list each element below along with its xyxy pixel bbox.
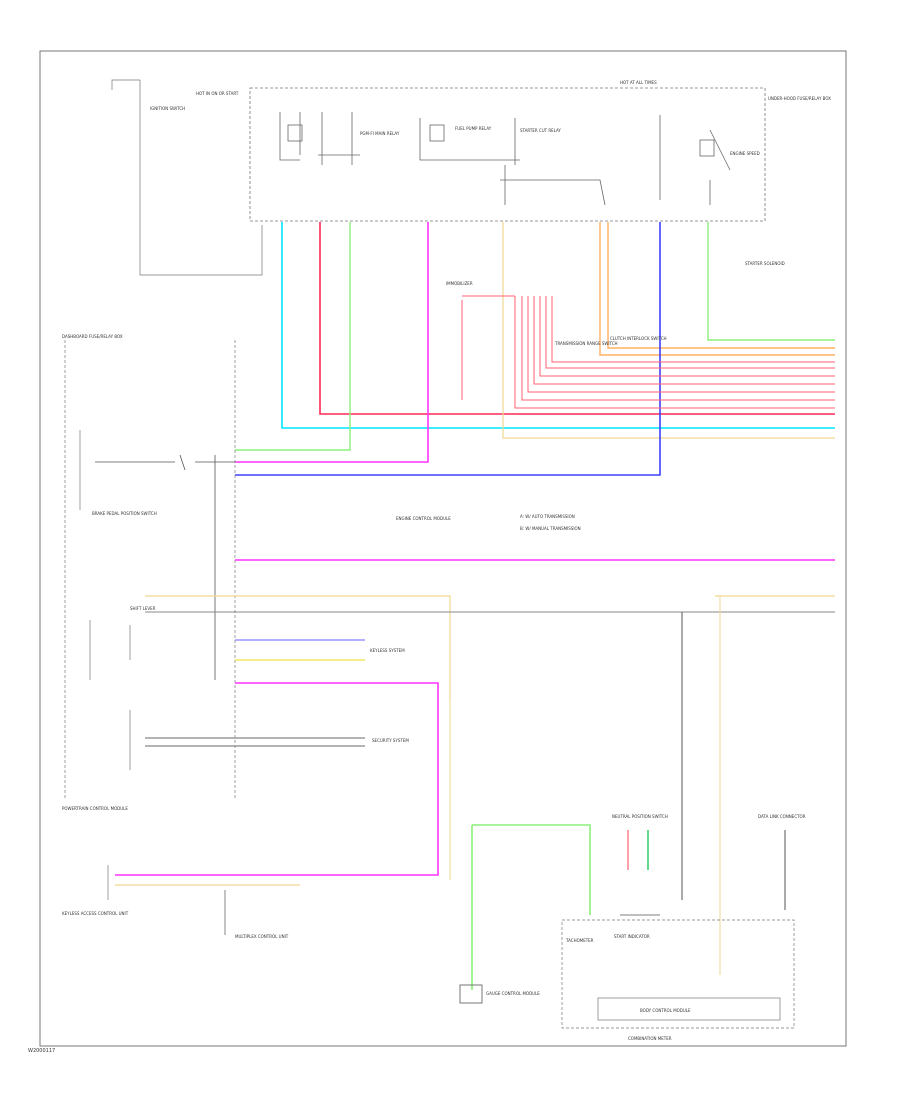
right-drops: [449, 596, 721, 975]
svg-text:DATA LINK CONNECTOR: DATA LINK CONNECTOR: [758, 814, 806, 819]
svg-text:IGNITION SWITCH: IGNITION SWITCH: [150, 106, 185, 111]
light-green-wire: [235, 222, 351, 451]
svg-text:BODY CONTROL MODULE: BODY CONTROL MODULE: [640, 1008, 691, 1013]
svg-text:HOT AT ALL TIMES: HOT AT ALL TIMES: [620, 80, 657, 85]
svg-text:DASHBOARD FUSE/RELAY BOX: DASHBOARD FUSE/RELAY BOX: [62, 334, 123, 339]
footer-code: W2000117: [28, 1048, 55, 1054]
svg-text:NEUTRAL POSITION SWITCH: NEUTRAL POSITION SWITCH: [612, 814, 668, 819]
blue-wire: [235, 222, 661, 476]
svg-text:FUEL PUMP RELAY: FUEL PUMP RELAY: [455, 126, 492, 131]
underhood-fuse-relay-box: HOT AT ALL TIMES UNDER-HOOD FUSE/RELAY B…: [249, 80, 831, 222]
svg-text:ENGINE CONTROL MODULE: ENGINE CONTROL MODULE: [396, 516, 451, 521]
red-wire: [319, 222, 835, 415]
svg-text:SHIFT LEVER: SHIFT LEVER: [130, 606, 156, 611]
svg-text:SECURITY SYSTEM: SECURITY SYSTEM: [372, 738, 409, 743]
svg-text:GAUGE CONTROL MODULE: GAUGE CONTROL MODULE: [486, 991, 540, 996]
svg-text:KEYLESS ACCESS CONTROL UNIT: KEYLESS ACCESS CONTROL UNIT: [62, 911, 129, 916]
svg-text:STARTER SOLENOID: STARTER SOLENOID: [745, 261, 785, 266]
magenta-wire-1: [235, 222, 429, 463]
keyless-module: KEYLESS ACCESS CONTROL UNIT MULTIPLEX CO…: [62, 865, 289, 939]
svg-text:A: W/ AUTO TRANSMISSION: A: W/ AUTO TRANSMISSION: [520, 514, 575, 519]
cyan-wire: [281, 222, 835, 429]
svg-text:TACHOMETER: TACHOMETER: [565, 938, 594, 943]
svg-text:ENGINE SPEED: ENGINE SPEED: [730, 151, 760, 156]
svg-text:PGM-FI MAIN RELAY: PGM-FI MAIN RELAY: [360, 131, 400, 136]
left-module: DASHBOARD FUSE/RELAY BOX POWERTRAIN CONT…: [62, 334, 236, 811]
svg-text:IMMOBILIZER: IMMOBILIZER: [446, 281, 473, 286]
svg-text:STARTER CUT RELAY: STARTER CUT RELAY: [520, 128, 561, 133]
ignition-switch-block: IGNITION SWITCH HOT IN ON OR START: [111, 79, 263, 276]
green-tan-wire: [502, 222, 835, 439]
svg-text:BRAKE PEDAL POSITION SWITCH: BRAKE PEDAL POSITION SWITCH: [92, 511, 157, 516]
svg-text:KEYLESS SYSTEM: KEYLESS SYSTEM: [370, 648, 405, 653]
gauge-module: GAUGE CONTROL MODULE BODY CONTROL MODULE…: [459, 814, 806, 1041]
green-wire-right: [707, 222, 835, 341]
svg-text:UNDER-HOOD FUSE/RELAY BOX: UNDER-HOOD FUSE/RELAY BOX: [768, 96, 831, 101]
svg-text:TRANSMISSION RANGE SWITCH: TRANSMISSION RANGE SWITCH: [554, 341, 618, 346]
orange-wire: [599, 222, 835, 356]
svg-text:POWERTRAIN CONTROL MODULE: POWERTRAIN CONTROL MODULE: [62, 806, 128, 811]
red-harness: [461, 295, 835, 409]
svg-text:MULTIPLEX CONTROL UNIT: MULTIPLEX CONTROL UNIT: [235, 934, 289, 939]
svg-text:HOT IN ON OR START: HOT IN ON OR START: [196, 91, 239, 96]
svg-text:COMBINATION METER: COMBINATION METER: [628, 1036, 672, 1041]
svg-text:CLUTCH INTERLOCK SWITCH: CLUTCH INTERLOCK SWITCH: [610, 336, 667, 341]
diagram-frame: [39, 50, 847, 1047]
middle-bus: [115, 559, 835, 886]
svg-text:B: W/ MANUAL TRANSMISSION: B: W/ MANUAL TRANSMISSION: [520, 526, 581, 531]
svg-text:START INDICATOR: START INDICATOR: [614, 934, 650, 939]
